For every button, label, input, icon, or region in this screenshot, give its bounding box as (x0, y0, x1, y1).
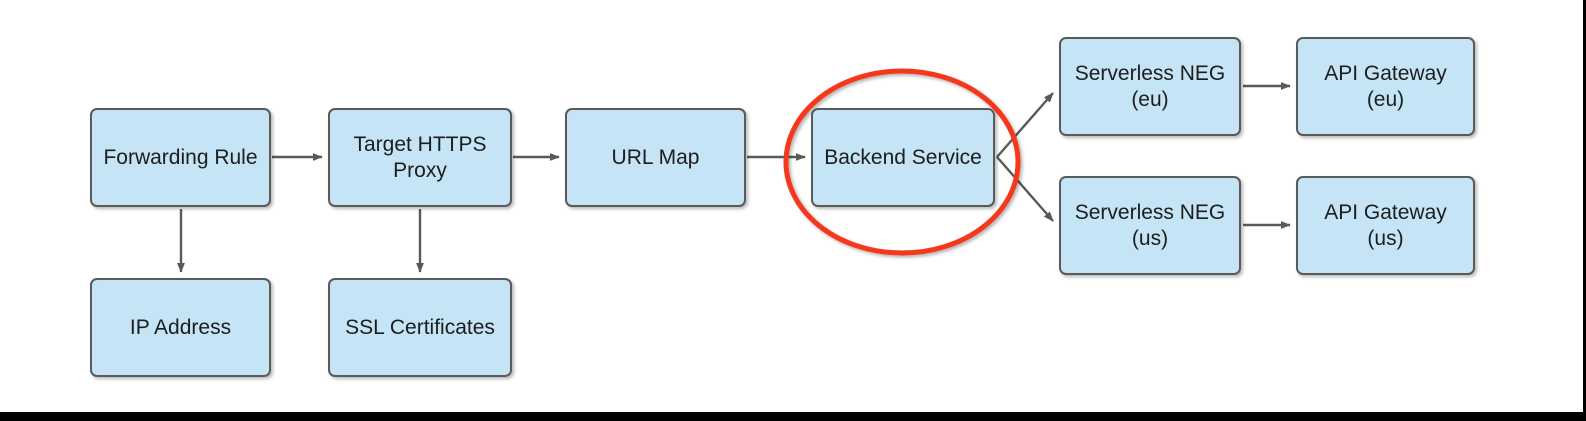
edges-group (177, 82, 1291, 273)
node-api-gateway-eu[interactable]: API Gateway (eu) (1296, 37, 1475, 136)
node-forwarding-rule[interactable]: Forwarding Rule (90, 108, 271, 207)
node-target-https-proxy[interactable]: Target HTTPS Proxy (328, 108, 512, 207)
node-serverless-neg-us[interactable]: Serverless NEG (us) (1059, 176, 1241, 275)
edge-backend-service-to-serverless-neg-us (996, 156, 1054, 222)
node-serverless-neg-eu[interactable]: Serverless NEG (eu) (1059, 37, 1241, 136)
node-backend-service[interactable]: Backend Service (811, 108, 995, 207)
node-ssl-certificates[interactable]: SSL Certificates (328, 278, 512, 377)
node-api-gateway-us[interactable]: API Gateway (us) (1296, 176, 1475, 275)
frame-bottom-border (0, 412, 1586, 421)
node-url-map[interactable]: URL Map (565, 108, 746, 207)
frame-right-border (1583, 0, 1586, 421)
backend-service-highlight-ellipse (783, 68, 1021, 256)
node-ip-address[interactable]: IP Address (90, 278, 271, 377)
edge-backend-service-to-serverless-neg-eu (996, 92, 1054, 158)
